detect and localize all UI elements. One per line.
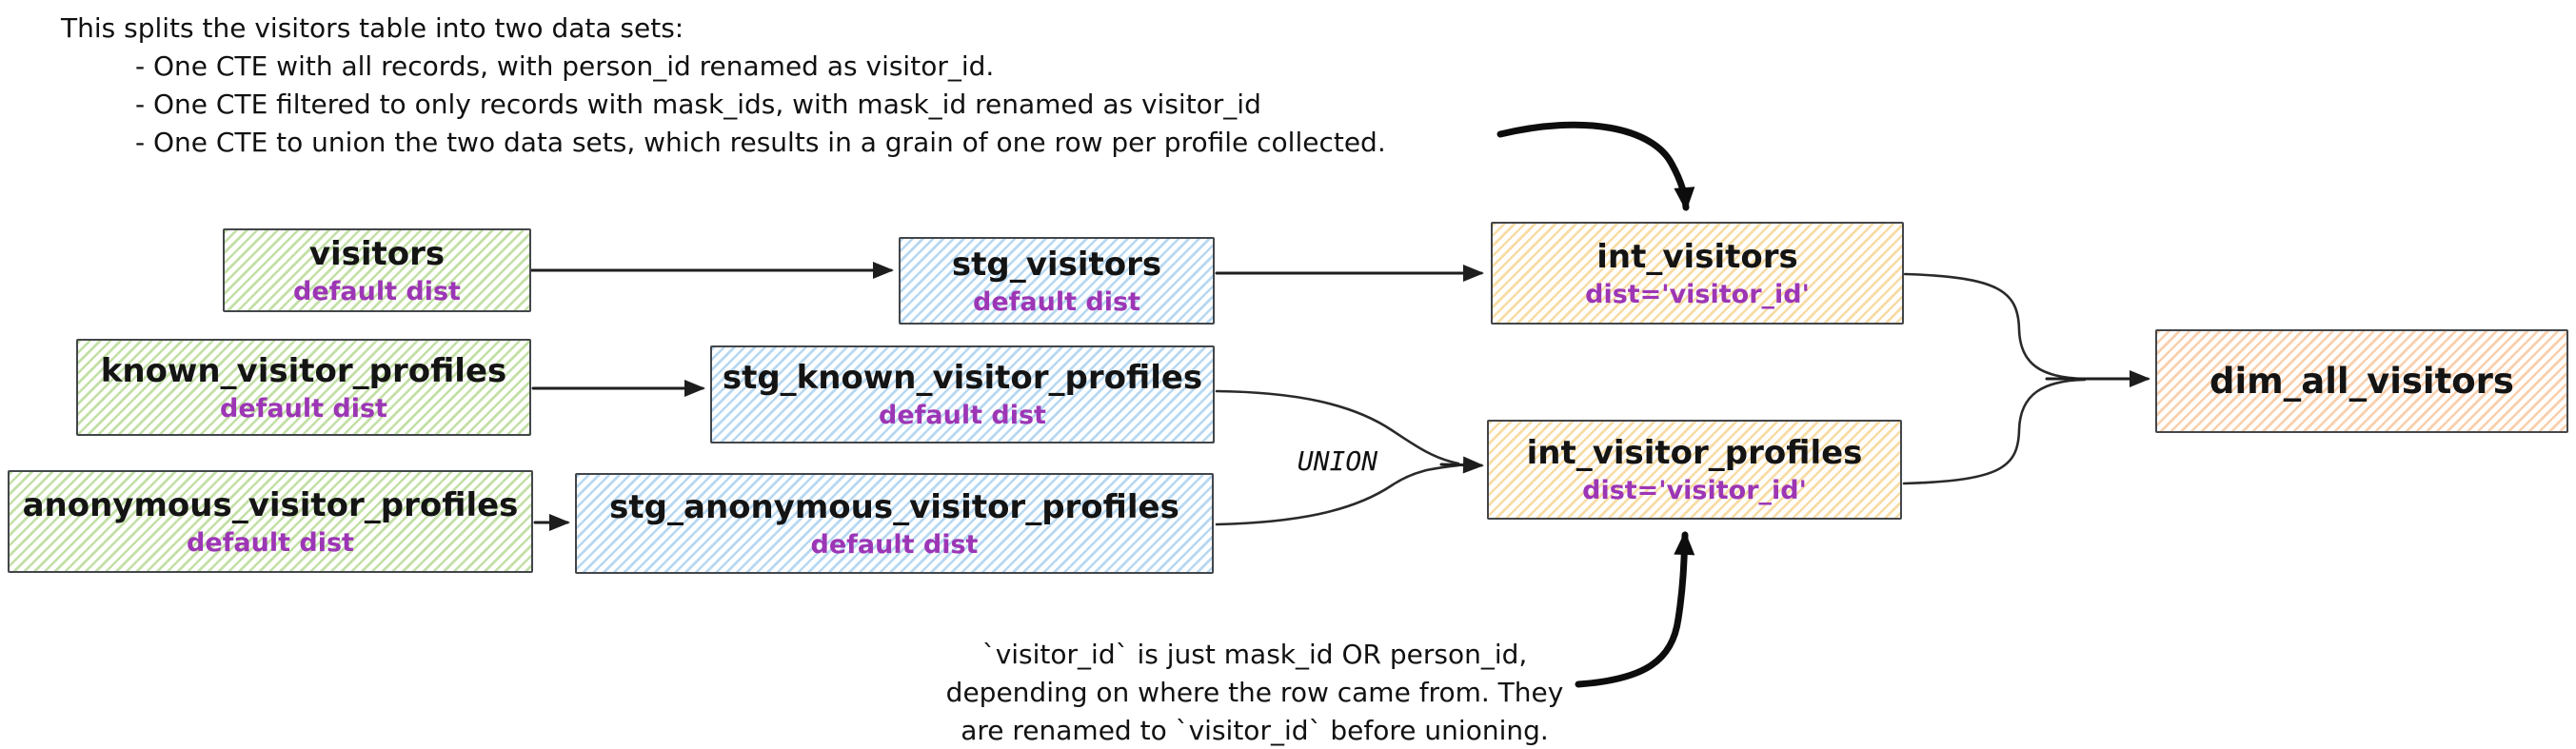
bottom-note-line-3: are renamed to `visitor_id` before union… — [961, 715, 1549, 746]
node-dim-all-visitors[interactable]: dim_all_visitors — [2155, 329, 2568, 433]
top-note-bullet-2: - One CTE filtered to only records with … — [135, 89, 1261, 120]
edge-union-to-int-visitor-profiles[interactable] — [1439, 456, 1484, 474]
node-title: stg_known_visitor_profiles — [722, 359, 1203, 397]
bottom-note[interactable]: `visitor_id` is just mask_id OR person_i… — [921, 636, 1588, 749]
node-title: int_visitors — [1596, 237, 1798, 276]
node-title: int_visitor_profiles — [1526, 434, 1863, 472]
node-subtitle: dist='visitor_id' — [1582, 476, 1807, 505]
node-subtitle: default dist — [879, 401, 1046, 430]
top-note-arrow[interactable] — [1496, 121, 1695, 211]
top-note-bullet-3: - One CTE to union the two data sets, wh… — [135, 127, 1386, 158]
node-title: visitors — [308, 234, 446, 273]
node-subtitle: default dist — [220, 393, 387, 424]
node-title: dim_all_visitors — [2209, 361, 2514, 402]
edge-int-visitors-to-dim[interactable] — [1903, 272, 2087, 381]
node-stg-anonymous-visitor-profiles[interactable]: stg_anonymous_visitor_profiles default d… — [575, 473, 1214, 574]
node-visitors[interactable]: visitors default dist — [223, 228, 531, 312]
node-title: anonymous_visitor_profiles — [22, 485, 519, 524]
node-known-visitor-profiles[interactable]: known_visitor_profiles default dist — [76, 339, 531, 436]
node-title: known_visitor_profiles — [100, 351, 507, 390]
node-subtitle: default dist — [187, 527, 354, 558]
node-subtitle: default dist — [973, 286, 1140, 317]
node-int-visitors[interactable]: int_visitors dist='visitor_id' — [1491, 222, 1904, 325]
top-note[interactable]: This splits the visitors table into two … — [61, 10, 1386, 162]
edge-int-visitor-profiles-to-dim[interactable] — [1902, 378, 2087, 485]
bottom-note-line-2: depending on where the row came from. Th… — [945, 677, 1564, 708]
node-stg-visitors[interactable]: stg_visitors default dist — [899, 237, 1215, 325]
node-int-visitor-profiles[interactable]: int_visitor_profiles dist='visitor_id' — [1487, 420, 1902, 520]
node-anonymous-visitor-profiles[interactable]: anonymous_visitor_profiles default dist — [8, 470, 533, 573]
top-note-bullet-1: - One CTE with all records, with person_… — [135, 50, 995, 82]
node-title: stg_anonymous_visitor_profiles — [609, 487, 1179, 526]
node-title: stg_visitors — [951, 245, 1162, 284]
top-note-title: This splits the visitors table into two … — [61, 12, 684, 44]
node-subtitle: dist='visitor_id' — [1585, 279, 1810, 309]
bottom-note-line-1: `visitor_id` is just mask_id OR person_i… — [981, 639, 1528, 670]
node-stg-known-visitor-profiles[interactable]: stg_known_visitor_profiles default dist — [710, 345, 1215, 443]
bottom-note-arrow[interactable] — [1575, 531, 1695, 688]
node-subtitle: default dist — [810, 529, 979, 560]
node-subtitle: default dist — [293, 276, 461, 306]
union-label[interactable]: UNION — [1297, 445, 1378, 477]
